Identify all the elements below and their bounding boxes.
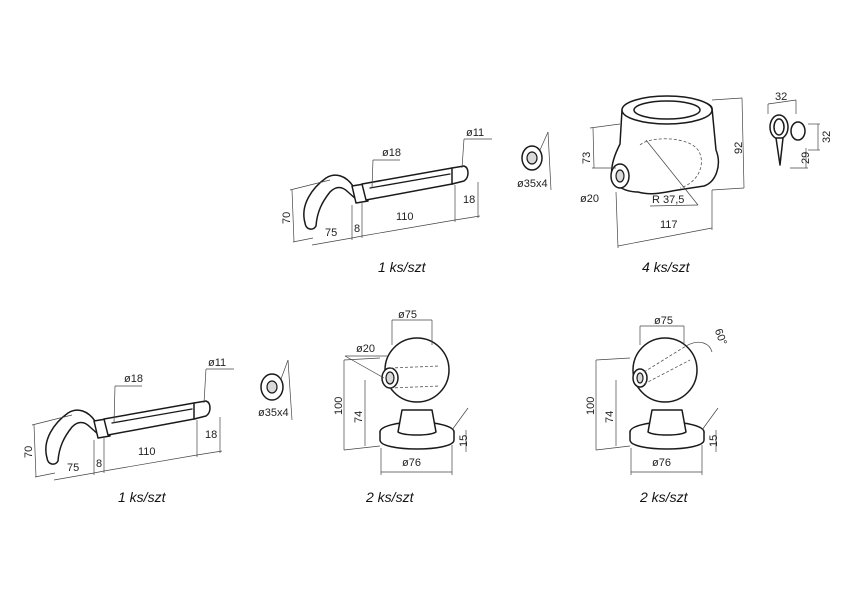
pin-top-quantity: 1 ks/szt xyxy=(378,259,427,275)
pin-top-dim-tip-length: 18 xyxy=(463,194,475,206)
ball-right-dim-base-height: 15 xyxy=(708,435,720,447)
pin-bottom-drawing xyxy=(31,368,234,481)
pin-top-tip xyxy=(451,165,469,185)
pin-top-dim-tip-diameter: ø11 xyxy=(466,127,484,139)
socket-drawing xyxy=(589,95,745,249)
pin-top-shaft xyxy=(361,167,459,201)
pin-bottom-dim-handle-length: 75 xyxy=(67,462,79,474)
ball-right-dim-base: ø76 xyxy=(652,457,671,469)
ball-right-quantity: 2 ks/szt xyxy=(639,489,689,505)
ring-bottom-drawing xyxy=(260,359,293,421)
ring-top-drawing xyxy=(521,131,552,191)
ball-right-dim-total-height: 100 xyxy=(585,397,597,415)
pin-top-dim-shaft-diameter: ø18 xyxy=(382,147,401,159)
pin-top-handle xyxy=(303,174,361,230)
ring-bottom-dim-size: ø35x4 xyxy=(258,407,289,419)
ring-top-dim-size: ø35x4 xyxy=(517,178,548,190)
pin-bottom-tip xyxy=(193,400,211,420)
pin-bottom-dim-shaft-diameter: ø18 xyxy=(124,373,143,385)
ball-mid-drawing xyxy=(343,319,469,475)
clip-dim-width: 32 xyxy=(775,91,787,103)
ball-right-dim-angle: 60° xyxy=(712,327,729,347)
socket-dim-hole: ø20 xyxy=(580,193,599,205)
pin-bottom-dim-collar-length: 8 xyxy=(96,458,102,470)
pin-top-dim-handle-length: 75 xyxy=(325,227,337,239)
pin-bottom-handle xyxy=(45,409,103,465)
ball-right-dim-center-height: 74 xyxy=(604,411,616,423)
socket-quantity: 4 ks/szt xyxy=(642,259,691,275)
ball-mid-dim-hole: ø20 xyxy=(356,343,375,355)
pin-bottom-dim-shaft-length: 110 xyxy=(138,446,156,458)
socket-dim-radius: R 37,5 xyxy=(652,194,684,206)
pin-bottom-dim-tip-diameter: ø11 xyxy=(208,357,226,369)
clip-dim-height-a: 32 xyxy=(821,131,833,143)
ball-mid-dim-ball: ø75 xyxy=(398,309,417,321)
pin-top-dim-height: 70 xyxy=(281,212,293,224)
pin-bottom-shaft xyxy=(103,402,201,436)
ball-mid-dim-total-height: 100 xyxy=(333,397,345,415)
pin-top-drawing xyxy=(289,138,492,246)
socket-dim-total-height: 92 xyxy=(733,142,745,154)
socket-dim-length: 117 xyxy=(660,219,678,231)
ball-mid-dim-center-height: 74 xyxy=(353,411,365,423)
ball-mid-quantity: 2 ks/szt xyxy=(365,489,415,505)
pin-top-dim-shaft-length: 110 xyxy=(396,211,414,223)
socket-dim-front-height: 73 xyxy=(581,152,593,164)
pin-bottom-dim-height: 70 xyxy=(23,446,35,458)
ball-right-drawing xyxy=(595,325,719,475)
pin-bottom-dim-tip-length: 18 xyxy=(205,429,217,441)
pin-top-dim-collar-length: 8 xyxy=(354,223,360,235)
ball-mid-dim-base-height: 15 xyxy=(458,435,470,447)
ball-mid-dim-base: ø76 xyxy=(402,457,421,469)
ball-right-dim-ball: ø75 xyxy=(654,315,673,327)
clip-dim-height-b: 29 xyxy=(800,152,812,164)
pin-bottom-quantity: 1 ks/szt xyxy=(118,489,167,505)
clip-drawing xyxy=(767,99,820,169)
